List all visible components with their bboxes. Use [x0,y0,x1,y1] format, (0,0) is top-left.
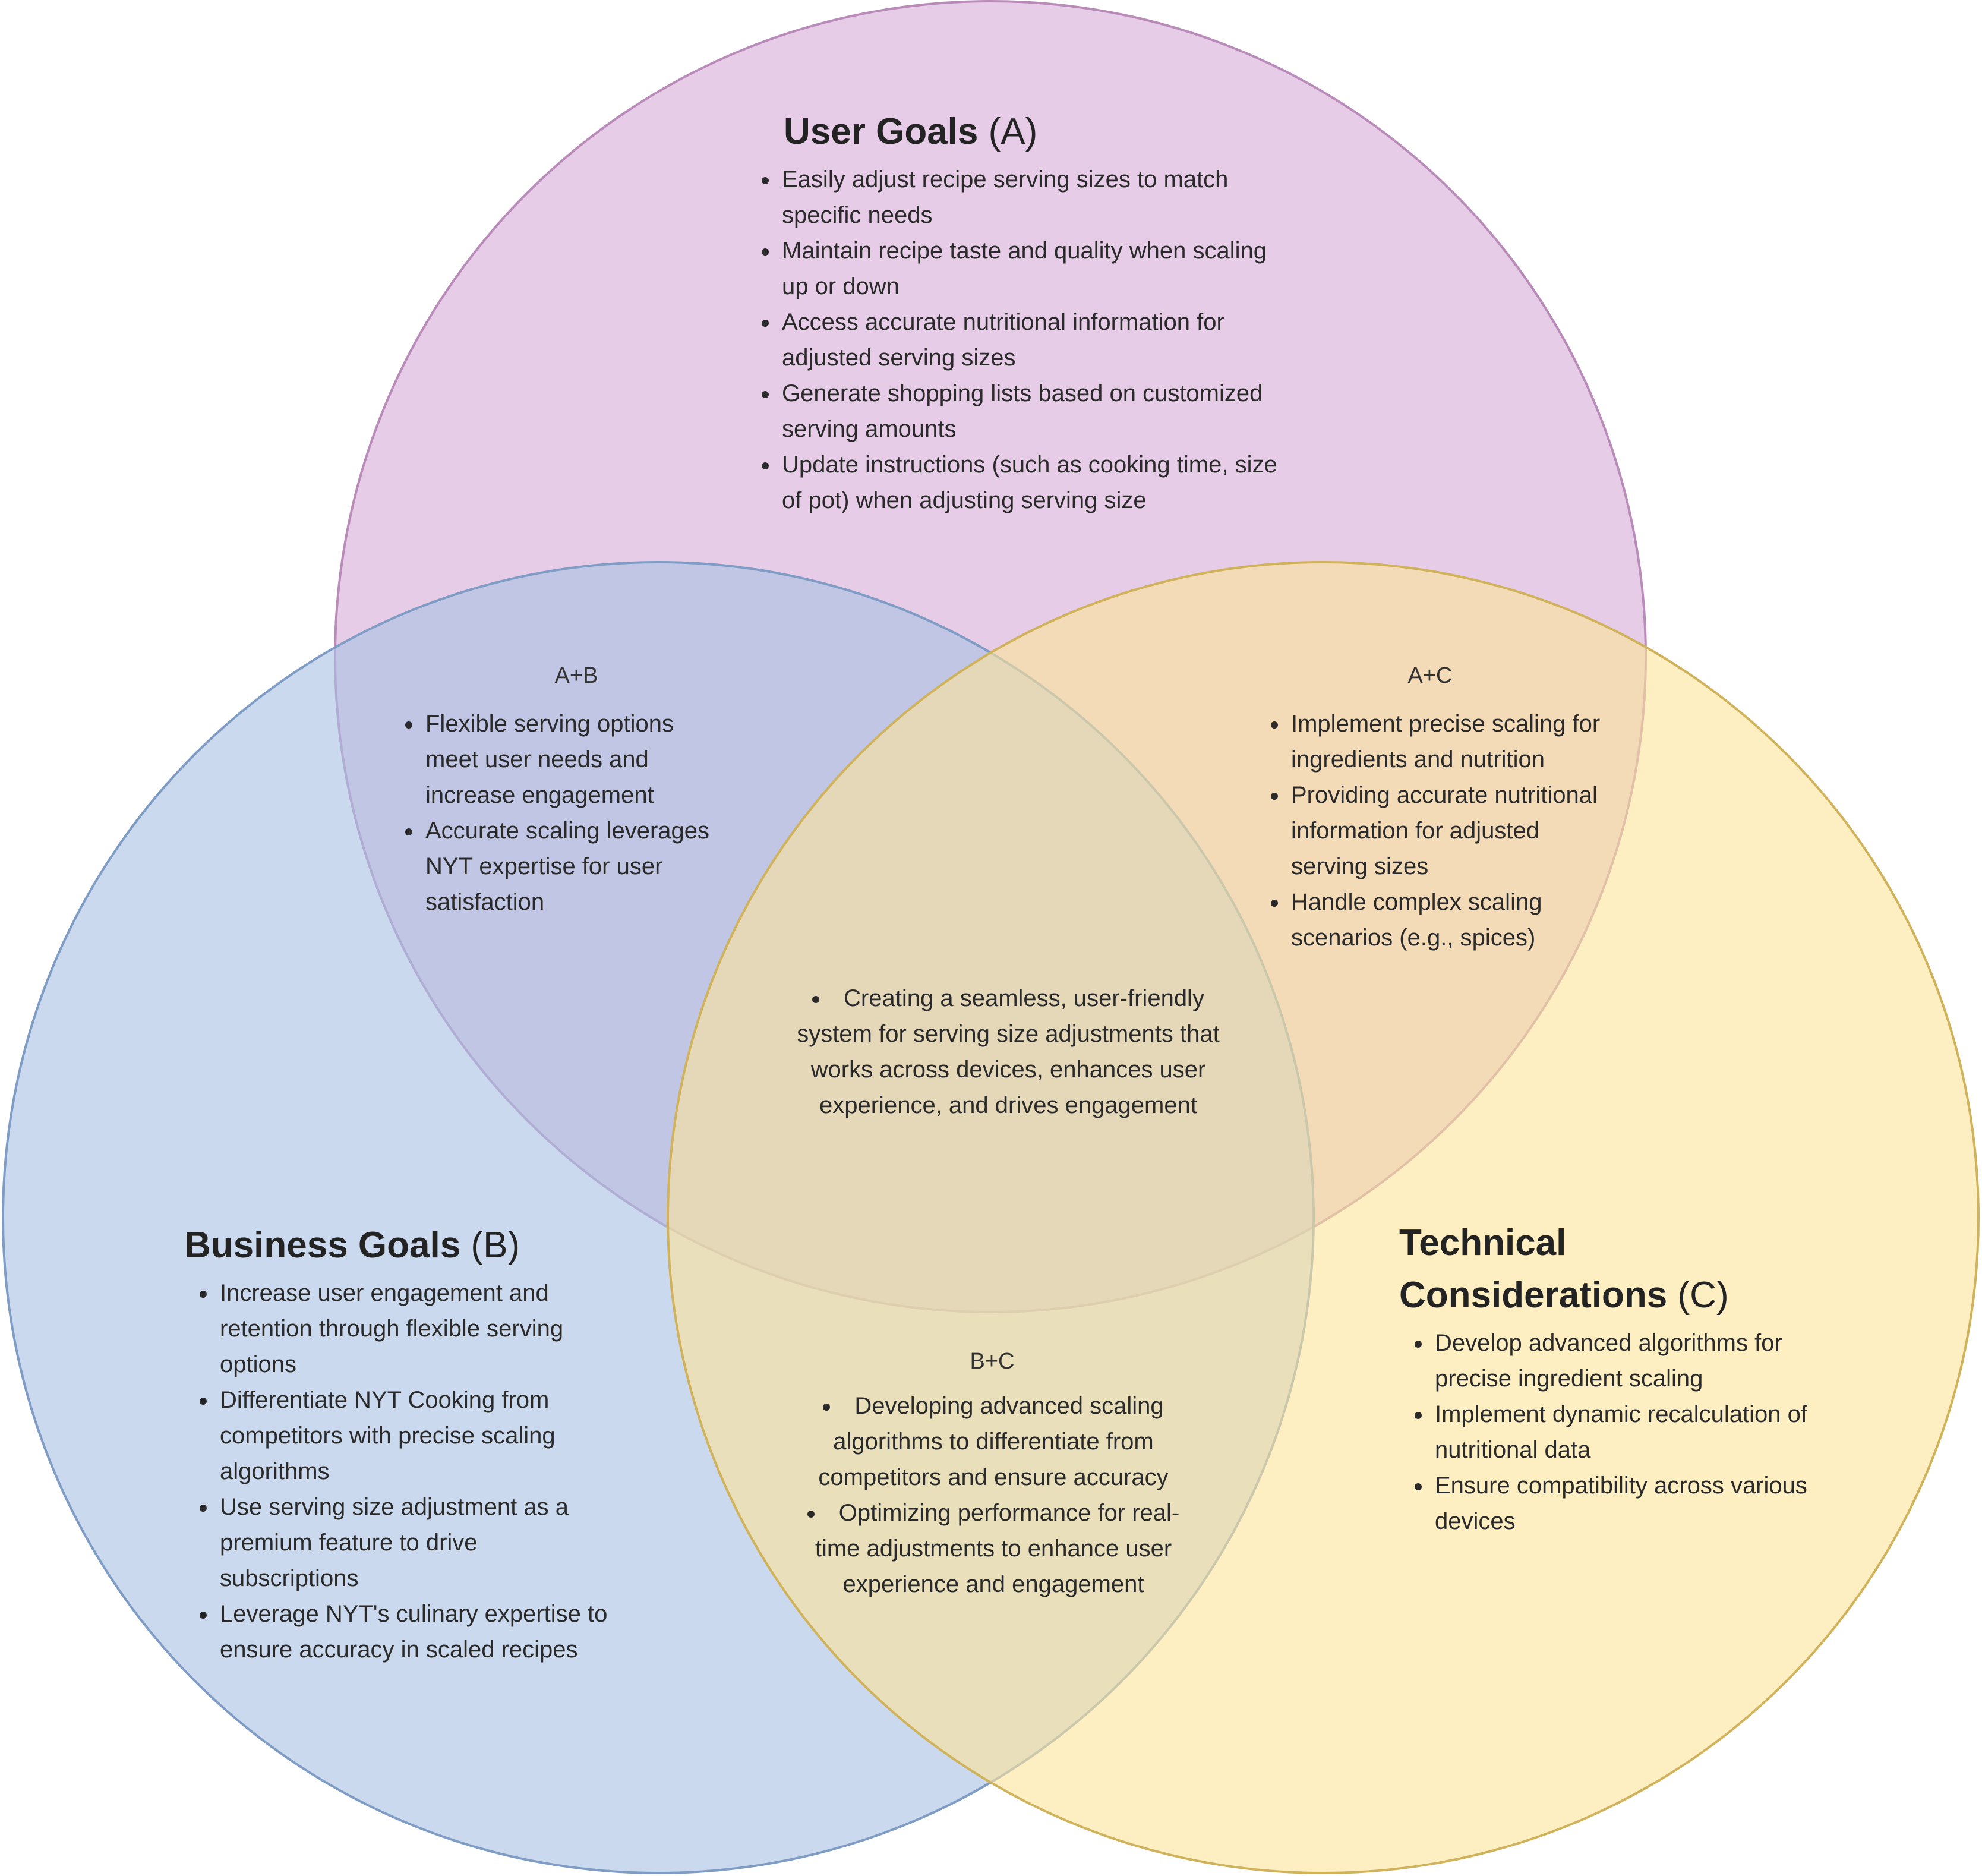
overlap-ac-section: A+C Implement precise scaling for ingred… [1264,661,1620,956]
technical-considerations-list: Develop advanced algorithms for precise … [1399,1325,1825,1539]
overlap-ab-label: A+B [554,663,598,688]
user-goals-letter: (A) [988,111,1038,152]
overlap-bc-label: B+C [970,1349,1015,1374]
list-item: Differentiate NYT Cooking from competito… [217,1382,621,1489]
user-goals-list: Easily adjust recipe serving sizes to ma… [755,162,1289,518]
overlap-bc-section: B+C Developing advanced scaling algorith… [790,1347,1194,1602]
overlap-ac-list: Implement precise scaling for ingredient… [1264,706,1620,956]
business-goals-list: Increase user engagement and retention t… [184,1275,621,1667]
list-item: Update instructions (such as cooking tim… [779,447,1289,518]
list-item: Use serving size adjustment as a premium… [217,1489,621,1596]
overlap-ab-section: A+B Flexible serving options meet user n… [398,661,731,920]
list-item: Flexible serving options meet user needs… [423,706,731,813]
technical-considerations-title-line1: Technical [1399,1222,1567,1263]
technical-considerations-title-line2: Considerations [1399,1275,1668,1316]
list-item: Leverage NYT's culinary expertise to ens… [217,1596,621,1667]
overlap-abc-list: Creating a seamless, user-friendly syste… [775,980,1239,1123]
list-item: Providing accurate nutritional informati… [1289,777,1620,884]
list-item: Handle complex scaling scenarios (e.g., … [1289,884,1620,956]
list-item: Implement precise scaling for ingredient… [1289,706,1620,777]
list-item: Optimizing performance for real-time adj… [790,1495,1194,1602]
list-item: Creating a seamless, user-friendly syste… [775,980,1239,1123]
user-goals-section: User Goals (A) Easily adjust recipe serv… [755,106,1289,518]
list-item: Easily adjust recipe serving sizes to ma… [779,162,1289,233]
circle-technical-considerations [667,561,1980,1874]
technical-considerations-heading: Technical Considerations (C) [1399,1217,1851,1322]
overlap-bc-list: Developing advanced scaling algorithms t… [790,1388,1194,1602]
technical-considerations-section: Technical Considerations (C) Develop adv… [1399,1217,1851,1539]
list-item: Increase user engagement and retention t… [217,1275,621,1382]
technical-considerations-letter: (C) [1677,1275,1729,1316]
user-goals-heading: User Goals (A) [784,106,1289,158]
list-item: Develop advanced algorithms for precise … [1432,1325,1825,1396]
business-goals-letter: (B) [471,1225,520,1266]
list-item: Access accurate nutritional information … [779,304,1289,376]
overlap-ac-label: A+C [1407,663,1453,688]
list-item: Developing advanced scaling algorithms t… [790,1388,1194,1495]
list-item: Maintain recipe taste and quality when s… [779,233,1289,304]
overlap-abc-section: Creating a seamless, user-friendly syste… [775,980,1239,1123]
list-item: Ensure compatibility across various devi… [1432,1468,1825,1539]
list-item: Accurate scaling leverages NYT expertise… [423,813,731,920]
business-goals-section: Business Goals (B) Increase user engagem… [184,1219,659,1667]
list-item: Implement dynamic recalculation of nutri… [1432,1396,1825,1468]
overlap-ab-list: Flexible serving options meet user needs… [398,706,731,920]
user-goals-title: User Goals [784,111,979,152]
list-item: Generate shopping lists based on customi… [779,376,1289,447]
business-goals-heading: Business Goals (B) [184,1219,659,1272]
business-goals-title: Business Goals [184,1225,461,1266]
